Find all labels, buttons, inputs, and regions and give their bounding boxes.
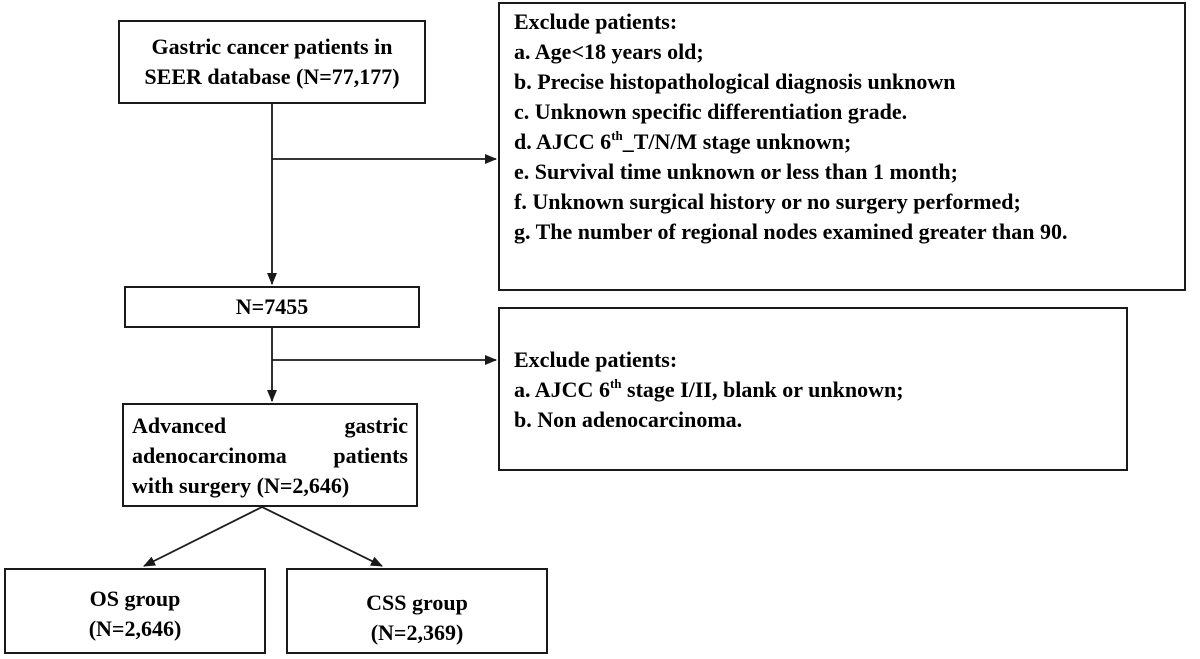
os-group-line-1: OS group [89, 586, 181, 611]
css-group-line-1: CSS group [366, 590, 468, 615]
arrow-to-os-group [143, 506, 263, 567]
exclusion-2-item: b. Non adenocarcinoma. [514, 407, 743, 432]
exclusion-1-item: g. The number of regional nodes examined… [514, 219, 1068, 244]
exclusion-box-2: Exclude patients: a. AJCC 6th stage I/II… [498, 307, 1128, 471]
middle-label: N=7455 [235, 294, 309, 319]
exclusion-2-list: a. AJCC 6th stage I/II, blank or unknown… [514, 375, 1126, 435]
os-group-line-2: (N=2,646) [88, 616, 182, 641]
start-line-1: Gastric cancer patients in [151, 34, 393, 59]
start-line-2: SEER database (N=77,177) [144, 64, 400, 89]
advanced-line-2: adenocarcinoma patients [132, 443, 408, 468]
exclusion-1-item: e. Survival time unknown or less than 1 … [514, 159, 958, 184]
exclusion-2-item: a. AJCC 6th stage I/II, blank or unknown… [514, 376, 904, 402]
advanced-line-3: with surgery (N=2,646) [132, 473, 350, 498]
middle-box: N=7455 [124, 286, 420, 328]
exclusion-1-item: c. Unknown specific differentiation grad… [514, 99, 908, 124]
exclusion-1-item: f. Unknown surgical history or no surger… [514, 189, 1021, 214]
advanced-line-1: Advanced gastric [132, 413, 408, 438]
exclusion-box-1: Exclude patients: a. Age<18 years old; b… [498, 2, 1186, 291]
os-group-box: OS group (N=2,646) [4, 568, 266, 654]
css-group-box: CSS group (N=2,369) [286, 568, 548, 654]
exclusion-1-item: b. Precise histopathological diagnosis u… [514, 69, 956, 94]
exclusion-1-heading: Exclude patients: [514, 9, 678, 34]
exclusion-2-heading: Exclude patients: [514, 347, 678, 372]
exclusion-1-item: d. AJCC 6th_T/N/M stage unknown; [514, 128, 852, 154]
exclusion-1-list: a. Age<18 years old; b. Precise histopat… [514, 37, 1184, 247]
css-group-line-2: (N=2,369) [370, 620, 464, 645]
advanced-box: Advanced gastric adenocarcinoma patients… [122, 403, 418, 507]
arrow-to-css-group [261, 506, 383, 567]
start-box: Gastric cancer patients in SEER database… [118, 20, 426, 104]
exclusion-1-item: a. Age<18 years old; [514, 39, 704, 64]
